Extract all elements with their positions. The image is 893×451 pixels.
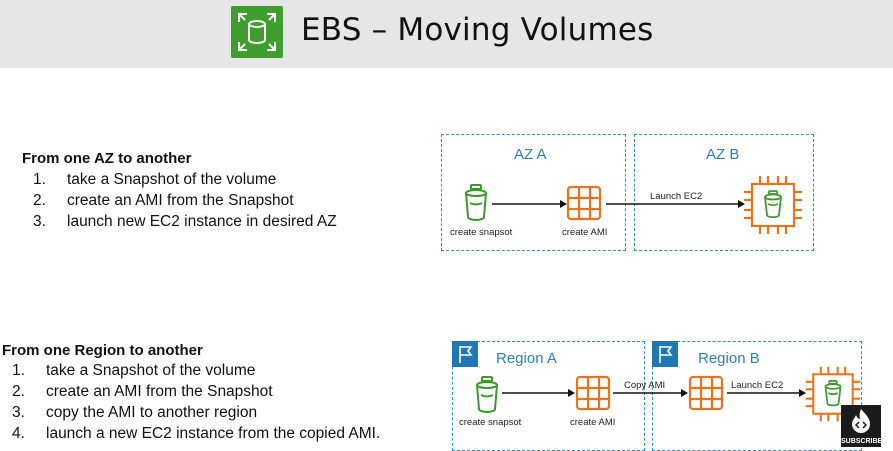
ami-icon (566, 185, 602, 226)
page-title: EBS – Moving Volumes (301, 12, 654, 48)
region-launch-ec2-label: Launch EC2 (731, 380, 784, 391)
az-b-box (634, 134, 814, 251)
region-ami-b-icon (688, 375, 724, 416)
section-region-title: From one Region to another (2, 342, 203, 359)
slide-header: EBS – Moving Volumes (0, 0, 893, 68)
arrow-ami-to-ec2 (606, 200, 745, 208)
arrow-snapshot-to-ami (492, 200, 567, 208)
create-ami-caption: create AMI (562, 227, 608, 238)
create-snapshot-caption: create snapsot (450, 227, 513, 238)
az-step-1: 1.take a Snapshot of the volume (33, 171, 277, 188)
region-b-label: Region B (698, 350, 760, 367)
az-a-label: AZ A (514, 146, 547, 163)
copy-ami-label: Copy AMI (624, 380, 666, 391)
region-ami-a-icon (575, 375, 611, 416)
launch-ec2-label: Launch EC2 (650, 191, 703, 202)
region-snapshot-bucket-icon (474, 375, 500, 420)
region-step-3: 3.copy the AMI to another region (12, 404, 258, 421)
az-step-2: 2.create an AMI from the Snapshot (33, 192, 294, 209)
az-a-box (441, 134, 626, 251)
ebs-storage-icon (231, 6, 283, 58)
region-create-ami-caption: create AMI (570, 417, 616, 428)
region-arrow-ami-to-ec2 (727, 389, 806, 397)
region-a-label: Region A (496, 350, 557, 367)
region-b-flag-icon (652, 341, 678, 367)
az-b-label: AZ B (706, 146, 740, 163)
snapshot-bucket-icon (463, 183, 489, 228)
section-az-title: From one AZ to another (22, 150, 192, 167)
region-a-flag-icon (452, 341, 478, 367)
region-step-4: 4.launch a new EC2 instance from the cop… (12, 425, 381, 442)
ec2-instance-icon (740, 172, 806, 243)
region-step-2: 2.create an AMI from the Snapshot (12, 383, 273, 400)
subscribe-button[interactable]: SUBSCRIBE (841, 405, 883, 447)
az-step-3: 3.launch new EC2 instance in desired AZ (33, 213, 337, 230)
region-create-snapshot-caption: create snapsot (459, 417, 522, 428)
region-arrow-snapshot-to-ami (502, 389, 575, 397)
fire-icon (852, 409, 870, 433)
region-step-1: 1.take a Snapshot of the volume (12, 362, 256, 379)
subscribe-label: SUBSCRIBE (841, 438, 883, 445)
copy-ami-arrow (613, 389, 688, 397)
